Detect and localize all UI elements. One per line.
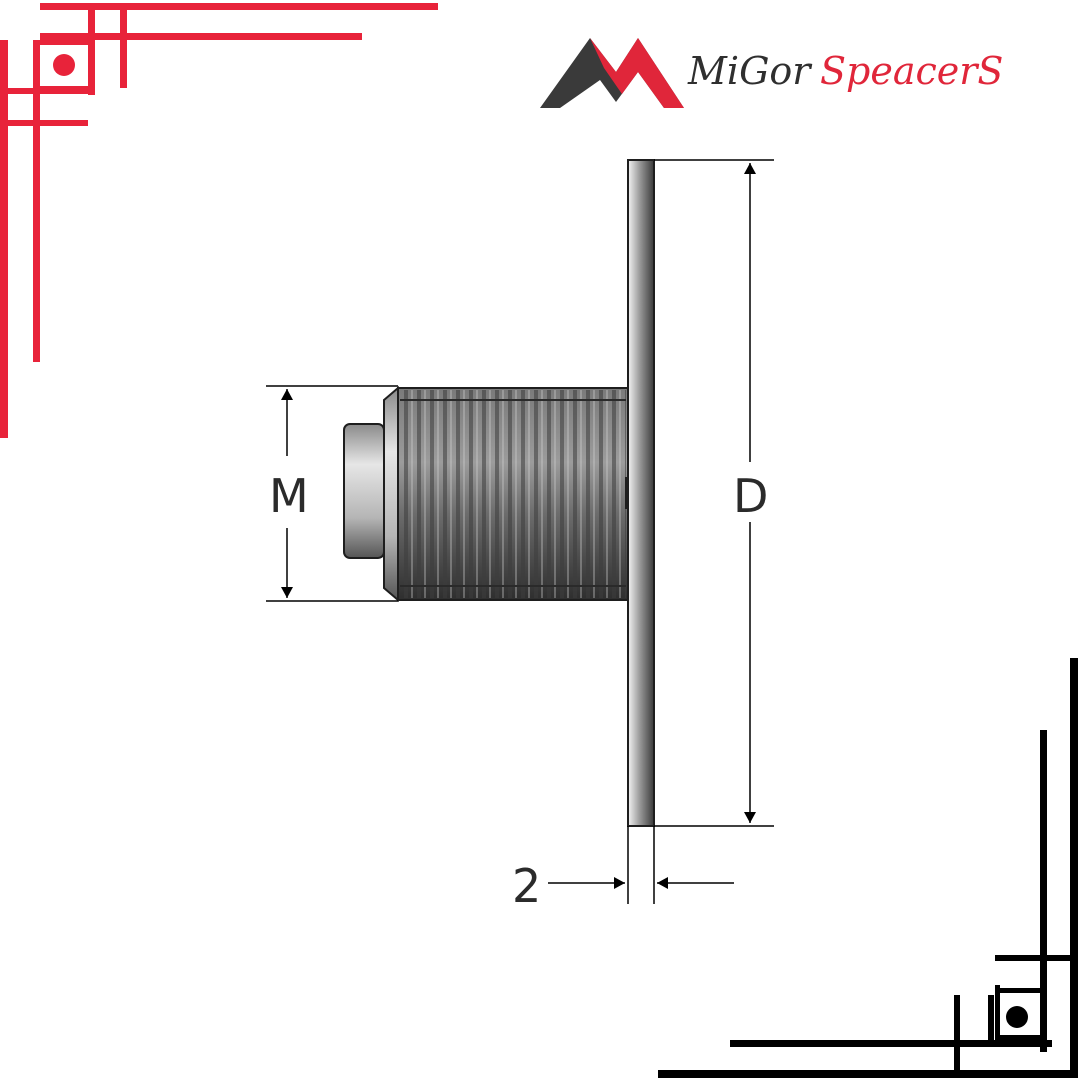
dimension-thickness bbox=[548, 826, 734, 904]
frame-dot-icon-2 bbox=[1006, 1006, 1028, 1028]
brand-name-part1: MiGor bbox=[687, 49, 813, 93]
bottom-right-frame-decoration bbox=[658, 658, 1078, 1078]
dimension-label-m: M bbox=[269, 469, 309, 523]
dimension-m bbox=[266, 385, 398, 602]
dimension-label-d: D bbox=[733, 469, 768, 523]
brand-logo: MiGor SpeacerS bbox=[540, 38, 1003, 108]
dimension-label-thickness: 2 bbox=[512, 859, 541, 913]
brand-name-part2: SpeacerS bbox=[820, 49, 1003, 93]
top-left-frame-decoration bbox=[0, 3, 438, 438]
frame-dot-icon bbox=[53, 54, 75, 76]
flange-plate bbox=[627, 159, 655, 827]
thread-texture bbox=[400, 390, 626, 598]
dimension-d bbox=[654, 159, 774, 827]
spacer-chamfer bbox=[383, 385, 399, 603]
spacer-pin bbox=[343, 423, 385, 559]
